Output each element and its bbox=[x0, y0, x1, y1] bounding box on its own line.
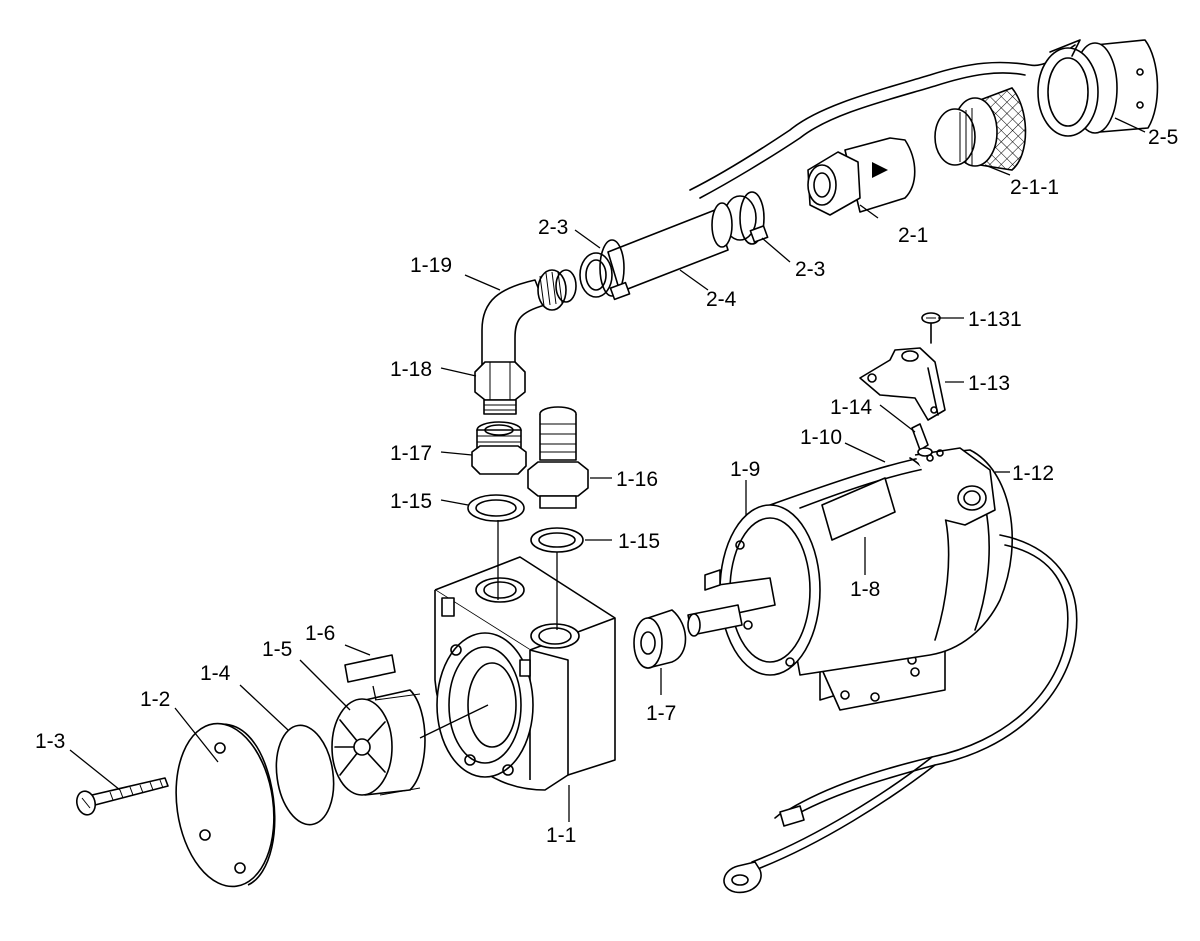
label-1-2: 1-2 bbox=[140, 688, 170, 711]
part-1-17-fitting bbox=[471, 421, 527, 475]
part-1-15-o-ring-left bbox=[467, 494, 525, 522]
part-2-3-hose-clamp-left bbox=[599, 239, 631, 301]
label-1-15-right: 1-15 bbox=[618, 530, 660, 553]
label-2-5: 2-5 bbox=[1148, 126, 1178, 149]
part-1-14-cable-gland bbox=[911, 423, 933, 457]
label-2-3-left: 2-3 bbox=[538, 216, 568, 239]
part-1-2-end-cover bbox=[175, 722, 276, 888]
part-2-4-hose bbox=[579, 195, 757, 298]
label-2-1: 2-1 bbox=[898, 224, 928, 247]
part-1-4-gasket bbox=[275, 724, 335, 826]
label-1-8: 1-8 bbox=[850, 578, 880, 601]
part-1-19-elbow-fitting bbox=[481, 269, 577, 371]
label-1-6: 1-6 bbox=[305, 622, 335, 645]
suction-hose-loop bbox=[689, 44, 1076, 199]
label-1-12: 1-12 bbox=[1012, 462, 1054, 485]
label-1-13: 1-13 bbox=[968, 372, 1010, 395]
label-1-14: 1-14 bbox=[830, 396, 872, 419]
part-2-1-check-valve bbox=[807, 137, 916, 216]
label-1-19: 1-19 bbox=[410, 254, 452, 277]
label-2-1-1: 2-1-1 bbox=[1010, 176, 1059, 199]
part-1-12-terminal-box bbox=[914, 447, 996, 526]
label-1-4: 1-4 bbox=[200, 662, 231, 685]
part-2-3-hose-clamp-right bbox=[739, 191, 769, 245]
part-1-6-key bbox=[344, 654, 396, 683]
label-1-16: 1-16 bbox=[616, 468, 658, 491]
label-2-3-right: 2-3 bbox=[795, 258, 825, 281]
label-1-17: 1-17 bbox=[390, 442, 432, 465]
part-labels: 1-1 1-2 1-3 1-4 1-5 1-6 1-7 1-8 1-9 1-10… bbox=[35, 126, 1178, 847]
label-1-9: 1-9 bbox=[730, 458, 760, 481]
part-1-8-nameplate bbox=[821, 477, 896, 541]
part-1-13-bracket bbox=[859, 347, 946, 421]
part-1-1-pump-housing bbox=[434, 556, 616, 791]
label-1-7: 1-7 bbox=[646, 702, 676, 725]
label-1-10: 1-10 bbox=[800, 426, 842, 449]
label-1-131: 1-131 bbox=[968, 308, 1022, 331]
alignment-lines bbox=[372, 520, 558, 739]
part-1-18-union-nut bbox=[474, 361, 526, 415]
part-1-3-screw bbox=[75, 777, 169, 816]
leader-lines bbox=[69, 117, 1146, 822]
label-1-3: 1-3 bbox=[35, 730, 65, 753]
label-1-5: 1-5 bbox=[262, 638, 292, 661]
part-1-7-shaft-seal bbox=[633, 609, 687, 669]
label-1-18: 1-18 bbox=[390, 358, 432, 381]
label-2-4: 2-4 bbox=[706, 288, 737, 311]
part-1-131-screw bbox=[921, 312, 941, 344]
power-cable bbox=[723, 534, 1078, 894]
part-1-5-impeller bbox=[331, 689, 426, 796]
part-2-5-suction-tube bbox=[1037, 39, 1159, 137]
part-1-15-o-ring-right bbox=[530, 527, 584, 553]
label-1-15-left: 1-15 bbox=[390, 490, 432, 513]
part-2-1-1-strainer bbox=[934, 87, 1027, 171]
part-1-16-barb-fitting bbox=[527, 406, 589, 509]
label-1-1: 1-1 bbox=[546, 824, 576, 847]
